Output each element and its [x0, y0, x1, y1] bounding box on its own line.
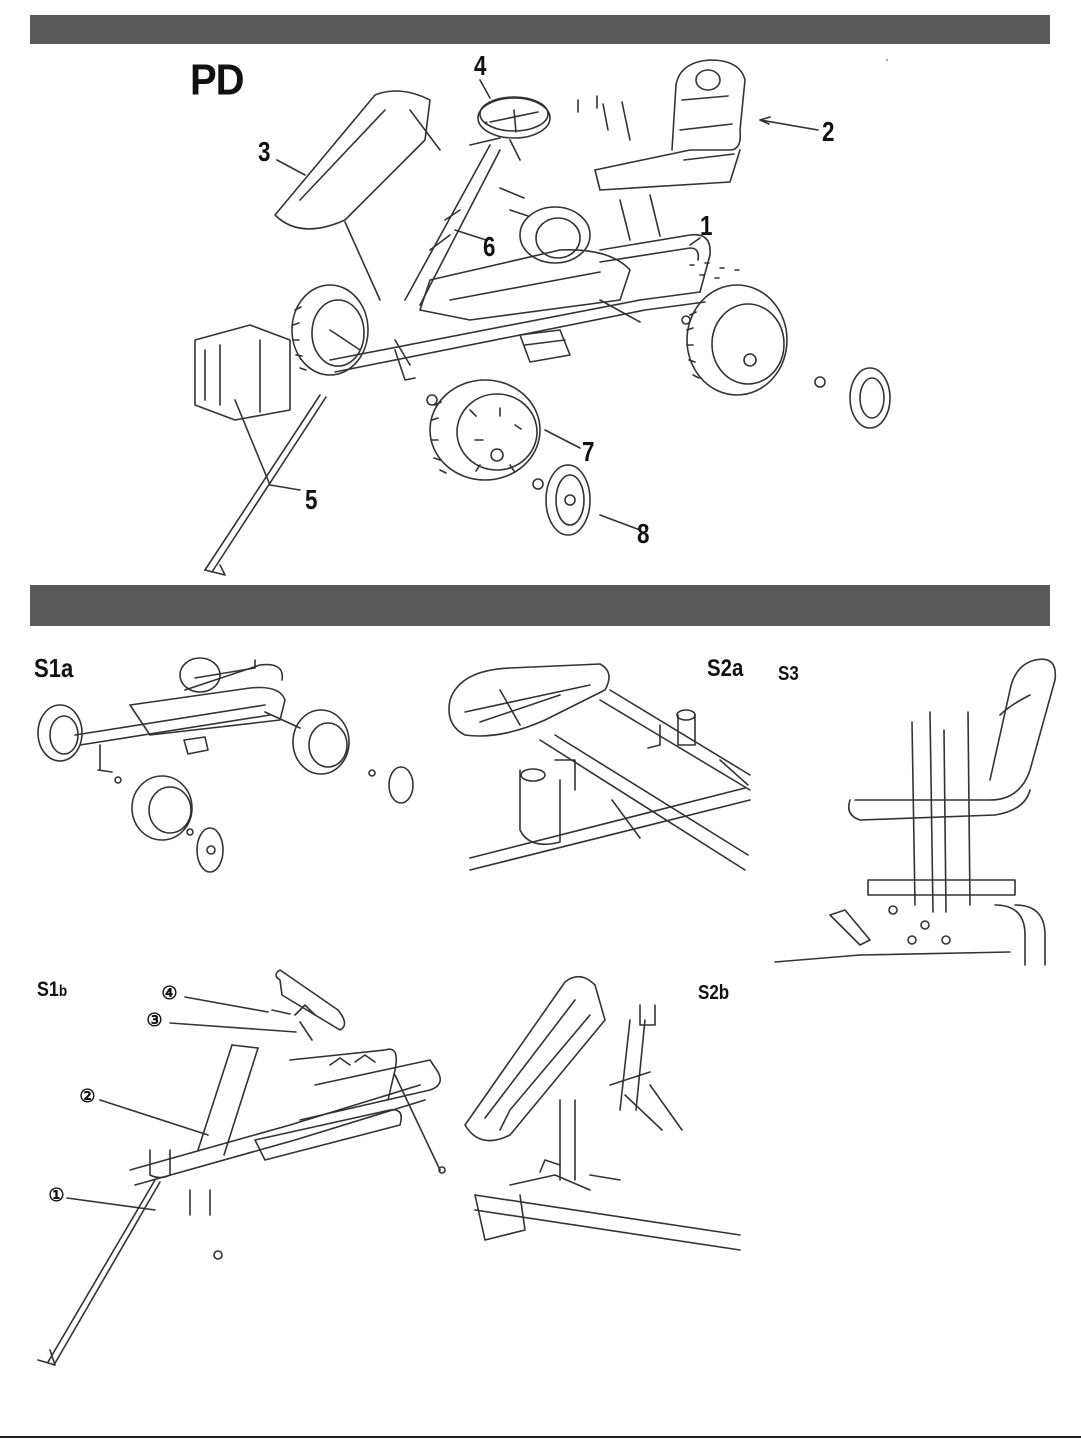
callout-5: 5: [305, 486, 317, 514]
step-label-s1a: S1a: [34, 655, 73, 681]
page-footer-rule: [0, 1436, 1081, 1438]
s1b-callout-3: ③: [146, 1012, 163, 1029]
step-label-s1b: S1b: [37, 979, 67, 1000]
callout-4: 4: [474, 52, 486, 80]
step-s1a-illustration: [38, 658, 413, 872]
kart-exploded-view: [195, 60, 890, 575]
s1b-callout-1: ①: [48, 1187, 65, 1204]
step-s1b-illustration: [38, 970, 445, 1365]
s1b-callout-4: ④: [161, 985, 178, 1002]
s1b-callout-2: ②: [79, 1088, 96, 1105]
step-label-s2b: S2b: [698, 983, 729, 1003]
step-label-s2a: S2a: [707, 657, 743, 681]
step-s2b-illustration: [465, 977, 740, 1250]
model-code-title: PD: [190, 58, 244, 102]
callout-8: 8: [637, 520, 649, 548]
callout-3: 3: [258, 138, 270, 166]
step-s2a-illustration: [449, 664, 750, 870]
callout-7: 7: [582, 438, 594, 466]
step-label-s3: S3: [778, 664, 799, 684]
step-s3-illustration: [775, 659, 1055, 965]
callout-1: 1: [700, 212, 712, 240]
callout-6: 6: [483, 233, 495, 261]
callout-2: 2: [822, 118, 834, 146]
